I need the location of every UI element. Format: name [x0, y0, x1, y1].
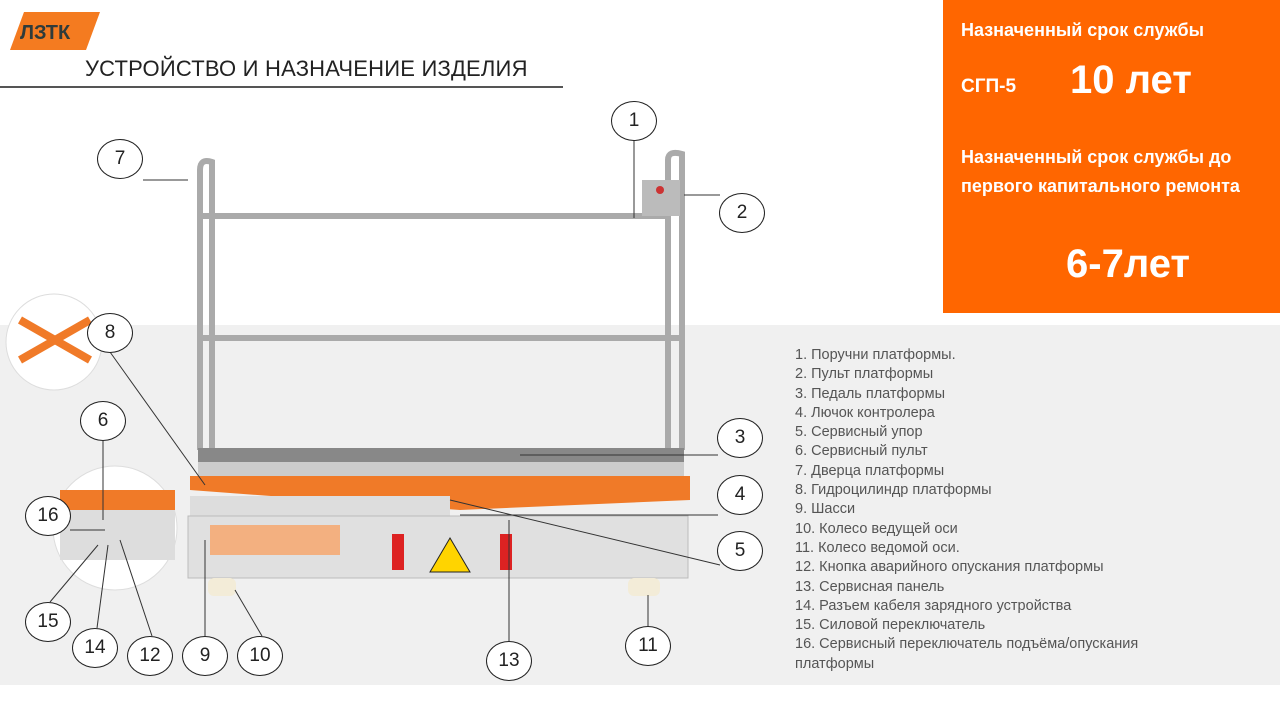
callout-7: 7: [97, 139, 143, 179]
model-name: СГП-5: [961, 76, 1017, 97]
overhaul-value: 6-7лет: [1066, 242, 1191, 286]
callout-8: 8: [87, 313, 133, 353]
parts-legend: 1. Поручни платформы. 2. Пульт платформы…: [795, 346, 1195, 674]
callout-5: 5: [717, 531, 763, 571]
legend-item: 6. Сервисный пульт: [795, 443, 928, 460]
callout-15: 15: [25, 602, 71, 642]
legend-item: 5. Сервисный упор: [795, 424, 923, 441]
callout-14: 14: [72, 628, 118, 668]
callout-3: 3: [717, 418, 763, 458]
service-life-label: Назначенный срок службы: [961, 20, 1204, 40]
legend-item: 3. Педаль платформы: [795, 385, 946, 402]
callout-16: 16: [25, 496, 71, 536]
legend-item: 1. Поручни платформы.: [795, 347, 956, 363]
service-life-value: 10 лет: [1070, 58, 1192, 102]
callout-1: 1: [611, 101, 657, 141]
legend-item: 15. Силовой переключатель: [795, 617, 986, 634]
legend-item: 2. Пульт платформы: [795, 366, 934, 383]
callout-2: 2: [719, 193, 765, 233]
title-underline: [0, 86, 563, 88]
legend-item: 14. Разъем кабеля зарядного устройства: [795, 597, 1072, 614]
legend-item: 10. Колесо ведущей оси: [795, 520, 958, 537]
legend-item: 12. Кнопка аварийного опускания платформ…: [795, 559, 1104, 576]
legend-item: 7. Дверца платформы: [795, 462, 945, 479]
callout-11: 11: [625, 626, 671, 666]
overhaul-label: Назначенный срок службы до первого капит…: [961, 147, 1240, 196]
lift-illustration: [5, 140, 721, 641]
svg-text:ЛЗТК: ЛЗТК: [20, 22, 71, 44]
callout-4: 4: [717, 475, 763, 515]
legend-item: 8. Гидроцилиндр платформы: [795, 482, 992, 499]
logo-graphic: ЛЗТК: [10, 12, 100, 50]
legend-item: 4. Лючок контролера: [795, 404, 935, 421]
legend-item: 13. Сервисная панель: [795, 578, 945, 595]
callout-10: 10: [237, 636, 283, 676]
legend-item: 9. Шасси: [795, 501, 856, 518]
legend-item: 11. Колесо ведомой оси.: [795, 539, 960, 556]
service-life-panel: Назначенный срок службы СГП-5 10 лет Наз…: [943, 0, 1280, 313]
callout-6: 6: [80, 401, 126, 441]
callout-9: 9: [182, 636, 228, 676]
callout-13: 13: [486, 641, 532, 681]
callout-12: 12: [127, 636, 173, 676]
company-logo: ЛЗТК: [10, 8, 100, 52]
legend-item: 16. Сервисный переключатель подъёма/опус…: [795, 636, 1139, 672]
page-title: УСТРОЙСТВО И НАЗНАЧЕНИЕ ИЗДЕЛИЯ: [85, 56, 528, 81]
